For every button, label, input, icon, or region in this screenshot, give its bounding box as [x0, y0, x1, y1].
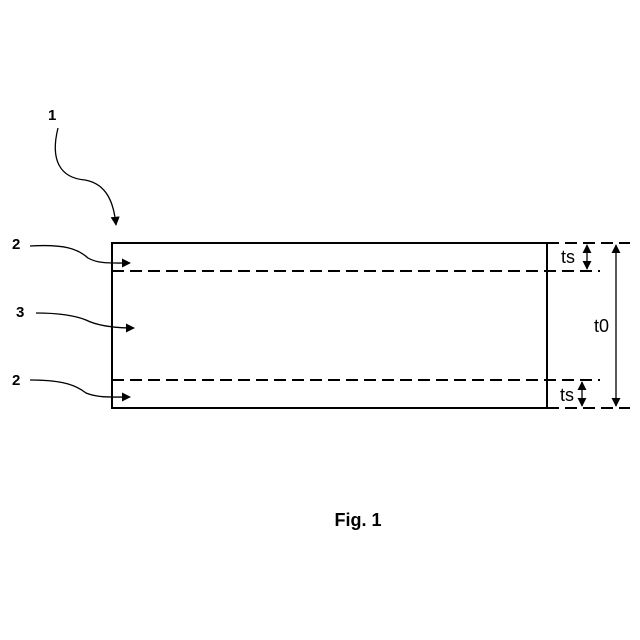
ref-numeral-surface-layer-top: 2	[12, 236, 20, 253]
leader-core	[36, 313, 134, 328]
dimension-ts-bottom-label: ts	[560, 385, 574, 405]
ref-numeral-core: 3	[16, 304, 24, 321]
dimension-ts-top-label: ts	[561, 247, 575, 267]
leader-body	[55, 128, 116, 225]
leader-surface-layer-bottom	[30, 380, 130, 397]
leader-surface-layer-top	[30, 246, 130, 264]
figure-caption: Fig. 1	[334, 510, 381, 530]
layered-body-outline	[112, 243, 547, 408]
ref-numeral-surface-layer-bottom: 2	[12, 372, 20, 389]
ref-numeral-body: 1	[48, 107, 56, 124]
dimension-t0-label: t0	[594, 316, 609, 336]
